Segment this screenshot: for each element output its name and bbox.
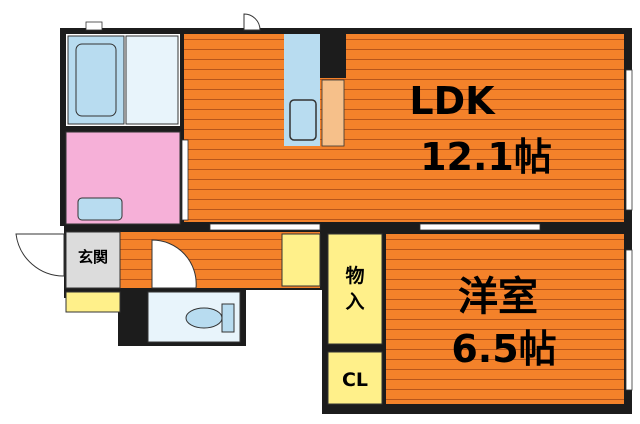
ldk-size: 12.1帖 <box>420 135 552 179</box>
top-vent <box>85 21 103 31</box>
western-room-floor <box>386 234 624 404</box>
kitchen-wall <box>320 34 346 78</box>
washbasin <box>77 197 123 221</box>
storage-label-2: 入 <box>345 291 364 313</box>
storage-closet <box>327 233 383 345</box>
ldk-name: LDK <box>409 79 496 123</box>
ldk-partition-door <box>209 223 321 231</box>
ldk-window <box>625 69 633 211</box>
entrance-label: 玄関 <box>78 248 108 266</box>
kitchen-worktop <box>321 79 345 147</box>
ldk-floor <box>184 34 624 222</box>
shoe-cabinet <box>65 291 121 313</box>
kitchen-sink <box>289 99 317 141</box>
western-partition-door <box>419 223 541 231</box>
western-window <box>625 249 633 391</box>
top-door-swing <box>243 13 261 31</box>
western-name: 洋室 <box>458 274 538 320</box>
storage-label-1: 物 <box>345 264 364 287</box>
closet-label: CL <box>342 369 368 391</box>
hall-cupboard <box>281 233 321 287</box>
western-size: 6.5帖 <box>451 327 556 371</box>
closet <box>327 351 383 405</box>
toilet-bowl <box>185 307 223 329</box>
entrance <box>65 231 121 289</box>
